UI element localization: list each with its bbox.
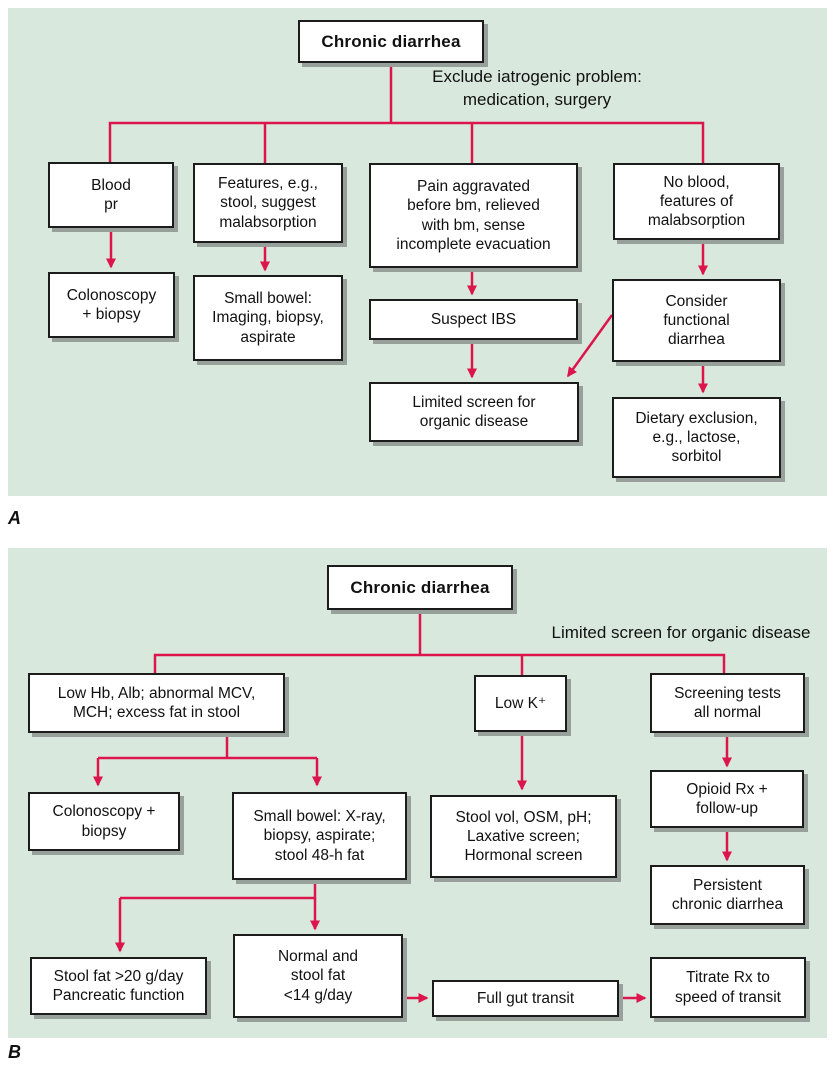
node-titrate-rx: Titrate Rx to speed of transit [650, 957, 806, 1018]
node-full-gut-transit: Full gut transit [432, 980, 619, 1017]
annotation-limited-screen: Limited screen for organic disease [551, 623, 811, 642]
panel-a-label: A [8, 508, 21, 528]
node-features-malabsorption: Features, e.g., stool, suggest malabsorp… [193, 163, 343, 243]
annotation-exclude-iatrogenic: Exclude iatrogenic problem: medication, … [432, 67, 642, 109]
node-persistent-chronic-diarrhea: Persistent chronic diarrhea [650, 865, 805, 925]
panel-b-label: B [8, 1042, 21, 1062]
node-normal-stool-fat: Normal and stool fat <14 g/day [233, 934, 403, 1018]
node-stool-fat-high: Stool fat >20 g/day Pancreatic function [30, 957, 207, 1015]
node-consider-functional-diarrhea: Consider functional diarrhea [612, 279, 781, 362]
node-blood-pr: Blood pr [48, 162, 174, 228]
node-screening-tests-normal: Screening tests all normal [650, 673, 805, 733]
node-opioid-rx: Opioid Rx + follow-up [650, 770, 804, 828]
node-b-colonoscopy-biopsy: Colonoscopy + biopsy [28, 792, 180, 851]
node-suspect-ibs: Suspect IBS [369, 299, 578, 340]
node-a-chronic-diarrhea: Chronic diarrhea [298, 20, 484, 63]
node-stool-vol-osm: Stool vol, OSM, pH; Laxative screen; Hor… [430, 795, 617, 878]
node-low-k: Low K⁺ [474, 675, 567, 732]
node-no-blood: No blood, features of malabsorption [613, 163, 780, 240]
node-low-hb-alb: Low Hb, Alb; abnormal MCV, MCH; excess f… [28, 673, 285, 733]
node-b-chronic-diarrhea: Chronic diarrhea [327, 565, 513, 610]
node-pain-ibs-features: Pain aggravated before bm, relieved with… [369, 163, 578, 268]
node-dietary-exclusion: Dietary exclusion, e.g., lactose, sorbit… [612, 397, 781, 478]
node-limited-screen: Limited screen for organic disease [369, 382, 579, 442]
node-small-bowel-imaging: Small bowel: Imaging, biopsy, aspirate [193, 275, 343, 361]
node-a-colonoscopy-biopsy: Colonoscopy + biopsy [48, 272, 175, 338]
node-small-bowel-xray: Small bowel: X-ray, biopsy, aspirate; st… [232, 792, 407, 880]
